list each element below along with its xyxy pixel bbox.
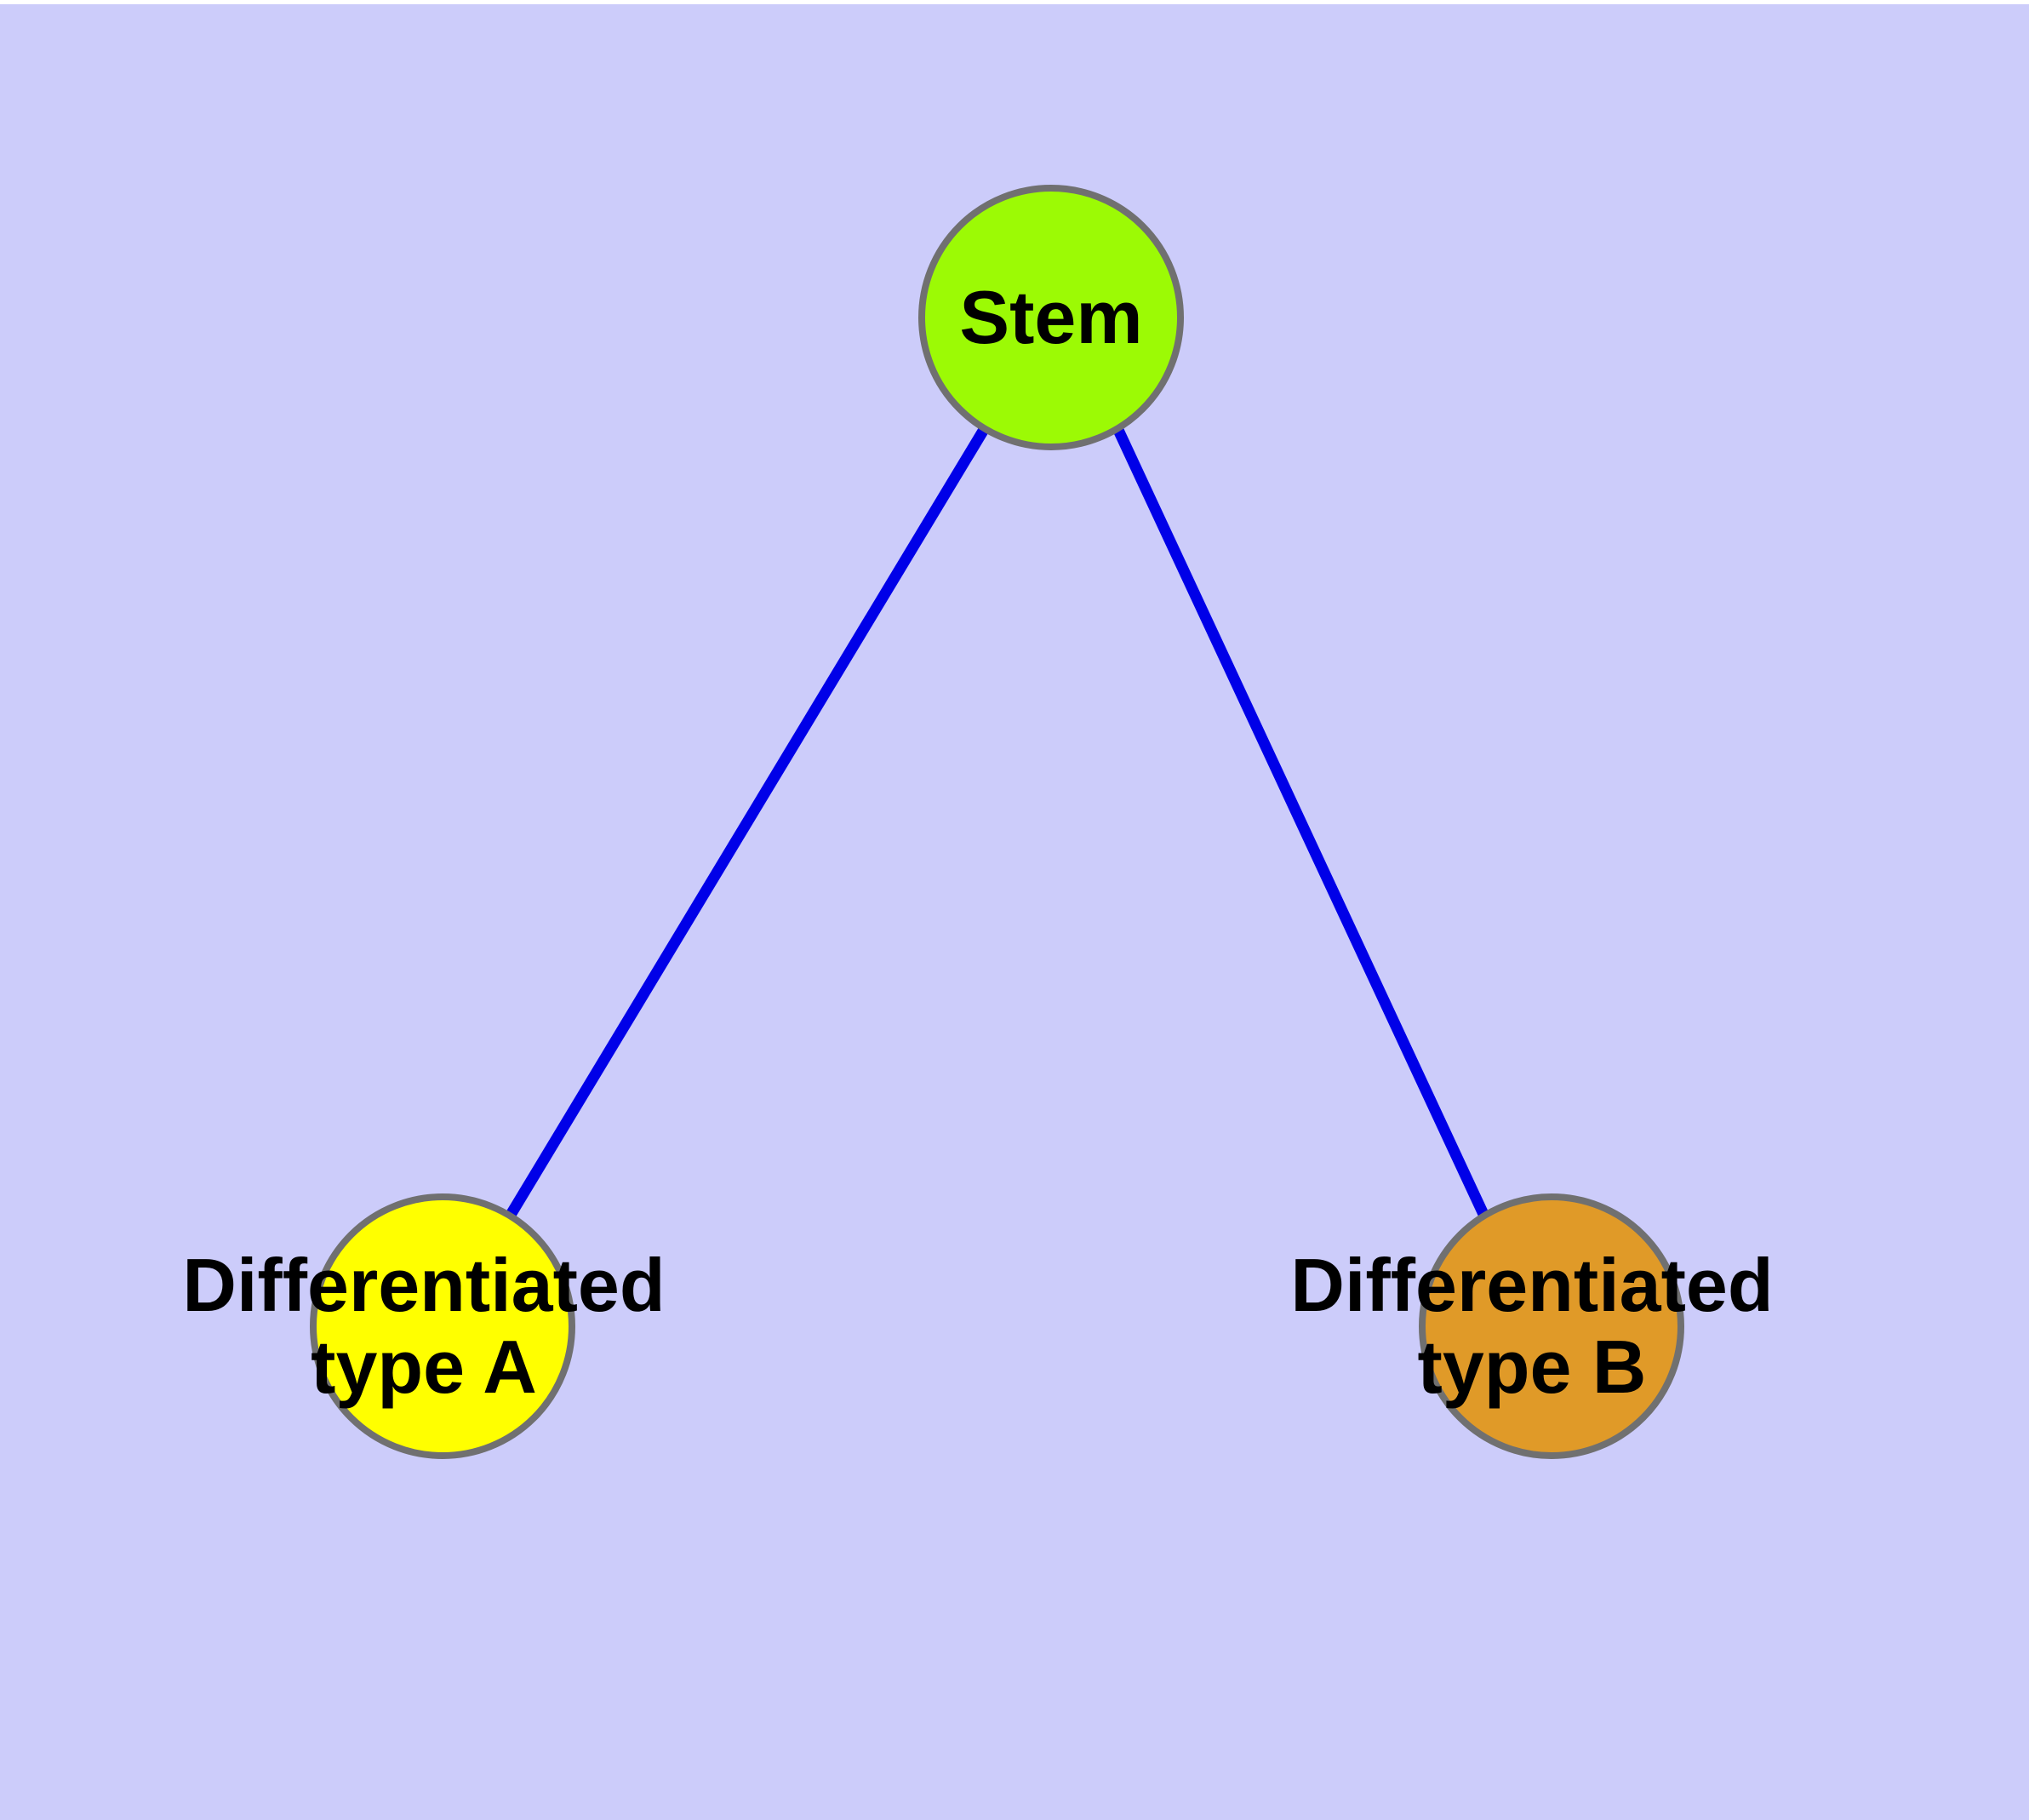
node-stem[interactable]: Stem — [918, 185, 1184, 450]
node-circle-differentiated-type-a[interactable] — [310, 1193, 575, 1459]
node-label-stem: Stem — [959, 275, 1142, 359]
node-label-line: type A — [311, 1325, 537, 1409]
edge-stem-to-differentiated-type-a — [506, 425, 990, 1218]
node-circle-differentiated-type-b[interactable] — [1419, 1193, 1684, 1459]
node-label-line: Differentiated — [182, 1243, 665, 1327]
edge-stem-to-differentiated-type-b — [1112, 426, 1493, 1226]
node-label-line: type B — [1418, 1325, 1647, 1409]
node-label-line: Stem — [959, 275, 1142, 359]
edges-group — [506, 425, 1493, 1226]
node-circle-stem[interactable] — [918, 185, 1184, 450]
node-label-line: Differentiated — [1290, 1243, 1773, 1327]
